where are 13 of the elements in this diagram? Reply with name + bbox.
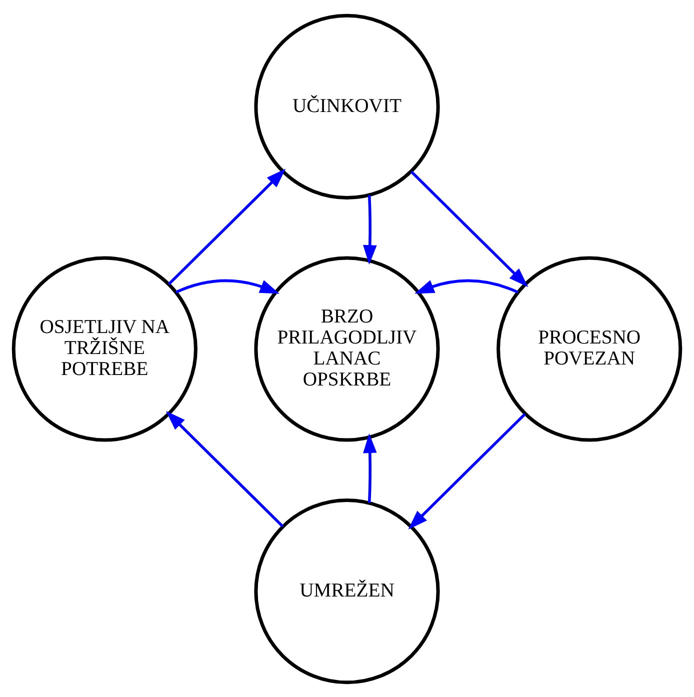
node-circle: PROCESNO POVEZAN: [496, 256, 682, 442]
node-circle: BRZO PRILAGODLJIV LANAC OPSKRBE: [254, 256, 440, 442]
arrow: [410, 170, 528, 287]
node-circle: OSJETLJIV NA TRŽIŠNE POTREBE: [12, 256, 198, 442]
arrow: [414, 278, 518, 294]
arrow: [363, 194, 377, 264]
arrow: [363, 432, 377, 502]
arrow: [408, 412, 526, 529]
arrow: [176, 278, 280, 294]
arrow: [168, 168, 286, 285]
node-circle: UMREŽEN: [254, 498, 440, 684]
node-circle: UČINKOVIT: [254, 13, 440, 199]
arrow: [166, 410, 284, 527]
